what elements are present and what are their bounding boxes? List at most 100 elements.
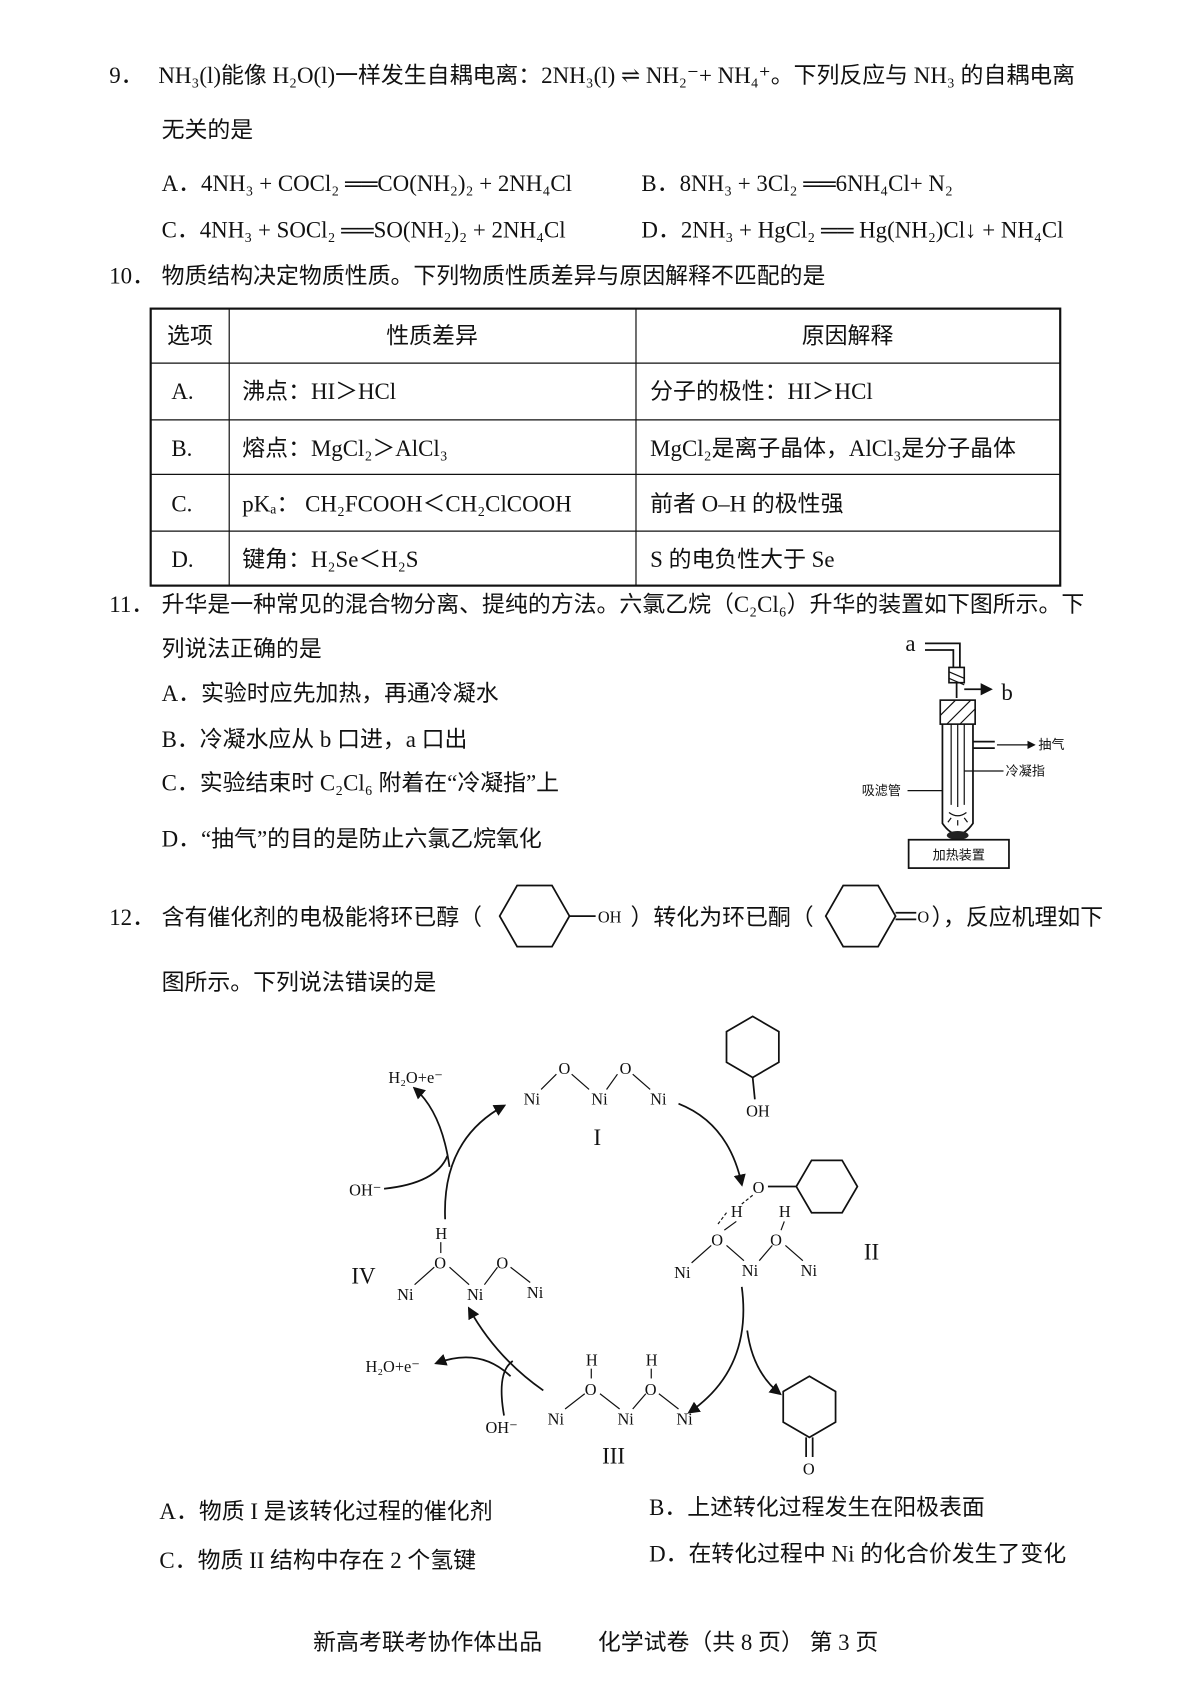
label-a: a [905,631,915,656]
ni-atom: Ni [527,1283,544,1302]
arrow-to-h2o-top [412,1086,451,1168]
h-atom: H [435,1224,447,1243]
label-b: b [1001,680,1012,705]
q10-number: 10． [109,264,155,289]
ni-atom: Ni [524,1090,541,1109]
o-atom: O [620,1059,632,1078]
label-IV: IV [351,1264,376,1289]
q9-stem-line2: 无关的是 [162,117,254,142]
footer-publisher: 新高考联考协作体出品 [313,1630,542,1655]
arrow-IV-to-I [444,1104,507,1220]
q12-option-a: A．物质 I 是该转化过程的催化剂 [159,1499,492,1524]
question-9: 9． NH₃(l)能像 H₂O(l)一样发生自耦电离：2NH₃(l) ⇌ NH₂… [109,63,1075,243]
arrow-I-to-II [678,1102,746,1187]
table-cell: 分子的极性：HI＞HCl [650,379,873,404]
label-suction-tube: 吸滤管 [862,783,901,798]
arrow-to-h2o-bottom [434,1354,512,1377]
q9-option-b: B．8NH₃ + 3Cl₂ ══6NH₄Cl+ N₂ [641,171,952,196]
question-10: 10． 物质结构决定物质性质。下列物质性质差异与原因解释不匹配的是 选项 性质差… [109,264,1062,587]
o-atom: O [434,1253,446,1272]
o-atom: O [711,1230,723,1249]
ni-atom: Ni [801,1261,818,1280]
arrow-III-to-IV [467,1306,544,1392]
q11-option-d: D．“抽气”的目的是防止六氯乙烷氧化 [162,826,542,851]
q12-stem-line2: 图所示。下列说法错误的是 [162,970,437,995]
h2o-e-bottom: H₂O+e⁻ [366,1357,420,1376]
oh-left: OH⁻ [349,1180,381,1199]
q9-stem-line1: NH₃(l)能像 H₂O(l)一样发生自耦电离：2NH₃(l) ⇌ NH₂⁻+ … [158,63,1075,88]
q11-option-a: A．实验时应先加热，再通冷凝水 [162,681,499,706]
o-atom: O [770,1230,782,1249]
ni-atom: Ni [548,1409,565,1428]
ni-atom: Ni [674,1263,691,1282]
question-12: 12． 含有催化剂的电极能将环已醇（ OH ）转化为环已酮（ O ），反应机理如… [109,884,1104,1573]
h2o-e-top: H₂O+e⁻ [388,1068,442,1087]
mechanism-diagram: Ni O Ni O Ni I OH O H H [349,1015,879,1478]
table-cell: 前者 O–H 的极性强 [650,491,843,516]
arrow-II-to-III [687,1286,745,1414]
table-header-reason: 原因解释 [802,324,894,349]
label-I: I [593,1125,601,1150]
q12-option-b: B．上述转化过程发生在阳极表面 [649,1495,985,1520]
q11-stem-line1: 升华是一种常见的混合物分离、提纯的方法。六氯乙烷（C₂Cl₆）升华的装置如下图所… [162,592,1085,617]
structure-IV: H O O Ni Ni Ni IV [351,1224,543,1304]
ni-atom: Ni [467,1285,484,1304]
q11-option-b: B．冷凝水应从 b 口进，a 口出 [162,727,468,752]
ni-atom: Ni [650,1090,667,1109]
oh-bottom: OH⁻ [485,1418,517,1437]
ni-atom: Ni [397,1285,414,1304]
h-atom: H [731,1202,743,1221]
page-footer: 新高考联考协作体出品 化学试卷（共 8 页） 第 3 页 [313,1630,878,1655]
cyclohexanol-structure: OH [725,1015,780,1121]
label-III: III [602,1444,625,1469]
table-cell: MgCl₂是离子晶体，AlCl₃是分子晶体 [650,436,1016,461]
q12-stem-part3: ），反应机理如下 [932,905,1104,930]
sublimation-apparatus: a b 抽气 冷凝指 吸滤管 加热装置 [862,631,1065,869]
table-cell: B. [171,436,192,461]
table-cell: D. [171,547,193,572]
o-atom: O [803,1459,815,1478]
q10-stem: 物质结构决定物质性质。下列物质性质差异与原因解释不匹配的是 [162,264,826,289]
ni-atom: Ni [676,1409,693,1428]
table-header-property: 性质差异 [386,324,478,349]
arrow-oh-bottom [500,1360,514,1416]
cyclohexanone-inline-structure [824,884,897,948]
q9-option-c: C．4NH₃ + SOCl₂ ══SO(NH₂)₂ + 2NH₄Cl [162,218,566,243]
q10-table: 选项 性质差异 原因解释 A. 沸点：HI＞HCl 分子的极性：HI＞HCl B… [149,307,1062,587]
q12-option-c: C．物质 II 结构中存在 2 个氢键 [159,1548,476,1573]
arrow-oh-left [383,1155,449,1190]
q9-option-d: D．2NH₃ + HgCl₂ ══ Hg(NH₂)Cl↓ + NH₄Cl [641,218,1063,243]
ni-atom: Ni [617,1409,634,1428]
structure-II: O H H O O Ni Ni Ni II [674,1159,879,1282]
q9-number: 9． [109,63,143,88]
h-atom: H [779,1202,791,1221]
q11-option-c: C．实验结束时 C₂Cl₆ 附着在“冷凝指”上 [162,771,559,796]
q12-number: 12． [109,905,155,930]
q12-stem-part1: 含有催化剂的电极能将环已醇（ [162,905,482,930]
table-cell: 熔点：MgCl₂＞AlCl₃ [242,436,447,461]
o-atom: O [496,1253,508,1272]
q12-stem-oh: OH [598,908,622,927]
q11-stem-line2: 列说法正确的是 [162,637,322,662]
label-heater: 加热装置 [933,847,985,862]
q9-option-a: A．4NH₃ + COCl₂ ══CO(NH₂)₂ + 2NH₄Cl [162,171,572,196]
cyclohexanol-inline-structure [498,884,571,948]
table-cell: 沸点：HI＞HCl [242,379,396,404]
q12-stem-part2: ）转化为环已酮（ [631,905,814,930]
q12-option-d: D．在转化过程中 Ni 的化合价发生了变化 [649,1542,1066,1567]
table-cell: S 的电负性大于 Se [650,547,834,572]
label-II: II [864,1240,879,1265]
table-cell: 键角：H₂Se＜H₂S [242,547,418,572]
q12-stem-o: O [917,908,929,927]
label-pump: 抽气 [1038,737,1064,752]
table-cell: C. [171,491,192,516]
arrow-to-cyclohexanone [746,1330,782,1396]
o-atom: O [559,1059,571,1078]
h-atom: H [586,1350,598,1369]
structure-III: H H O O Ni Ni Ni III [548,1350,693,1468]
table-cell: A. [171,379,193,404]
table-header-option: 选项 [167,324,213,349]
ni-atom: Ni [742,1261,759,1280]
